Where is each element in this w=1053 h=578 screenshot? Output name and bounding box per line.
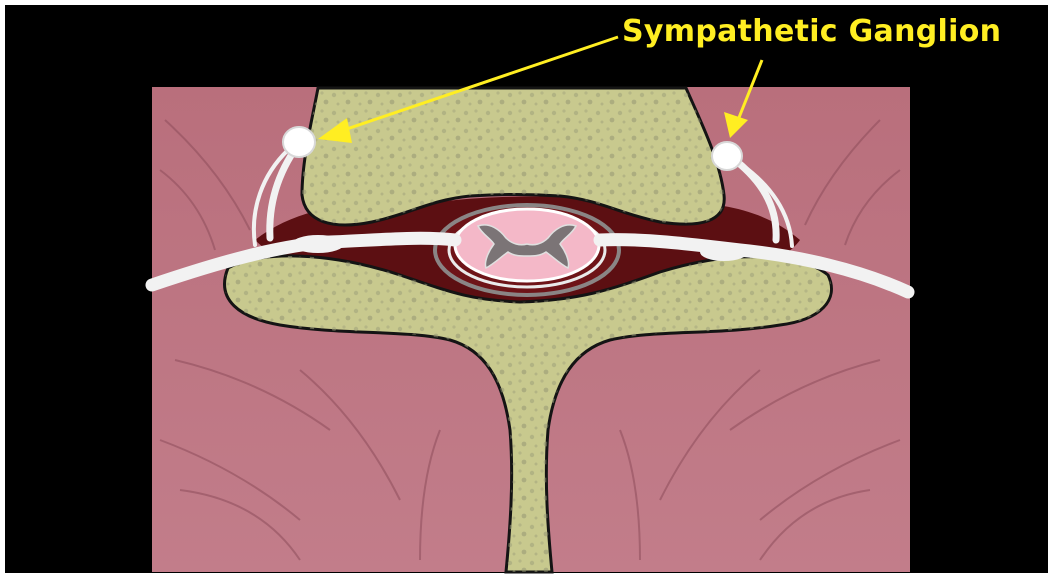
callout-label: Sympathetic Ganglion xyxy=(622,12,1001,52)
sympathetic-ganglion-left xyxy=(283,127,315,157)
dorsal-root-ganglion-left xyxy=(292,235,344,253)
sympathetic-ganglion-right xyxy=(712,142,742,170)
dorsal-root-ganglion-right xyxy=(700,243,748,261)
